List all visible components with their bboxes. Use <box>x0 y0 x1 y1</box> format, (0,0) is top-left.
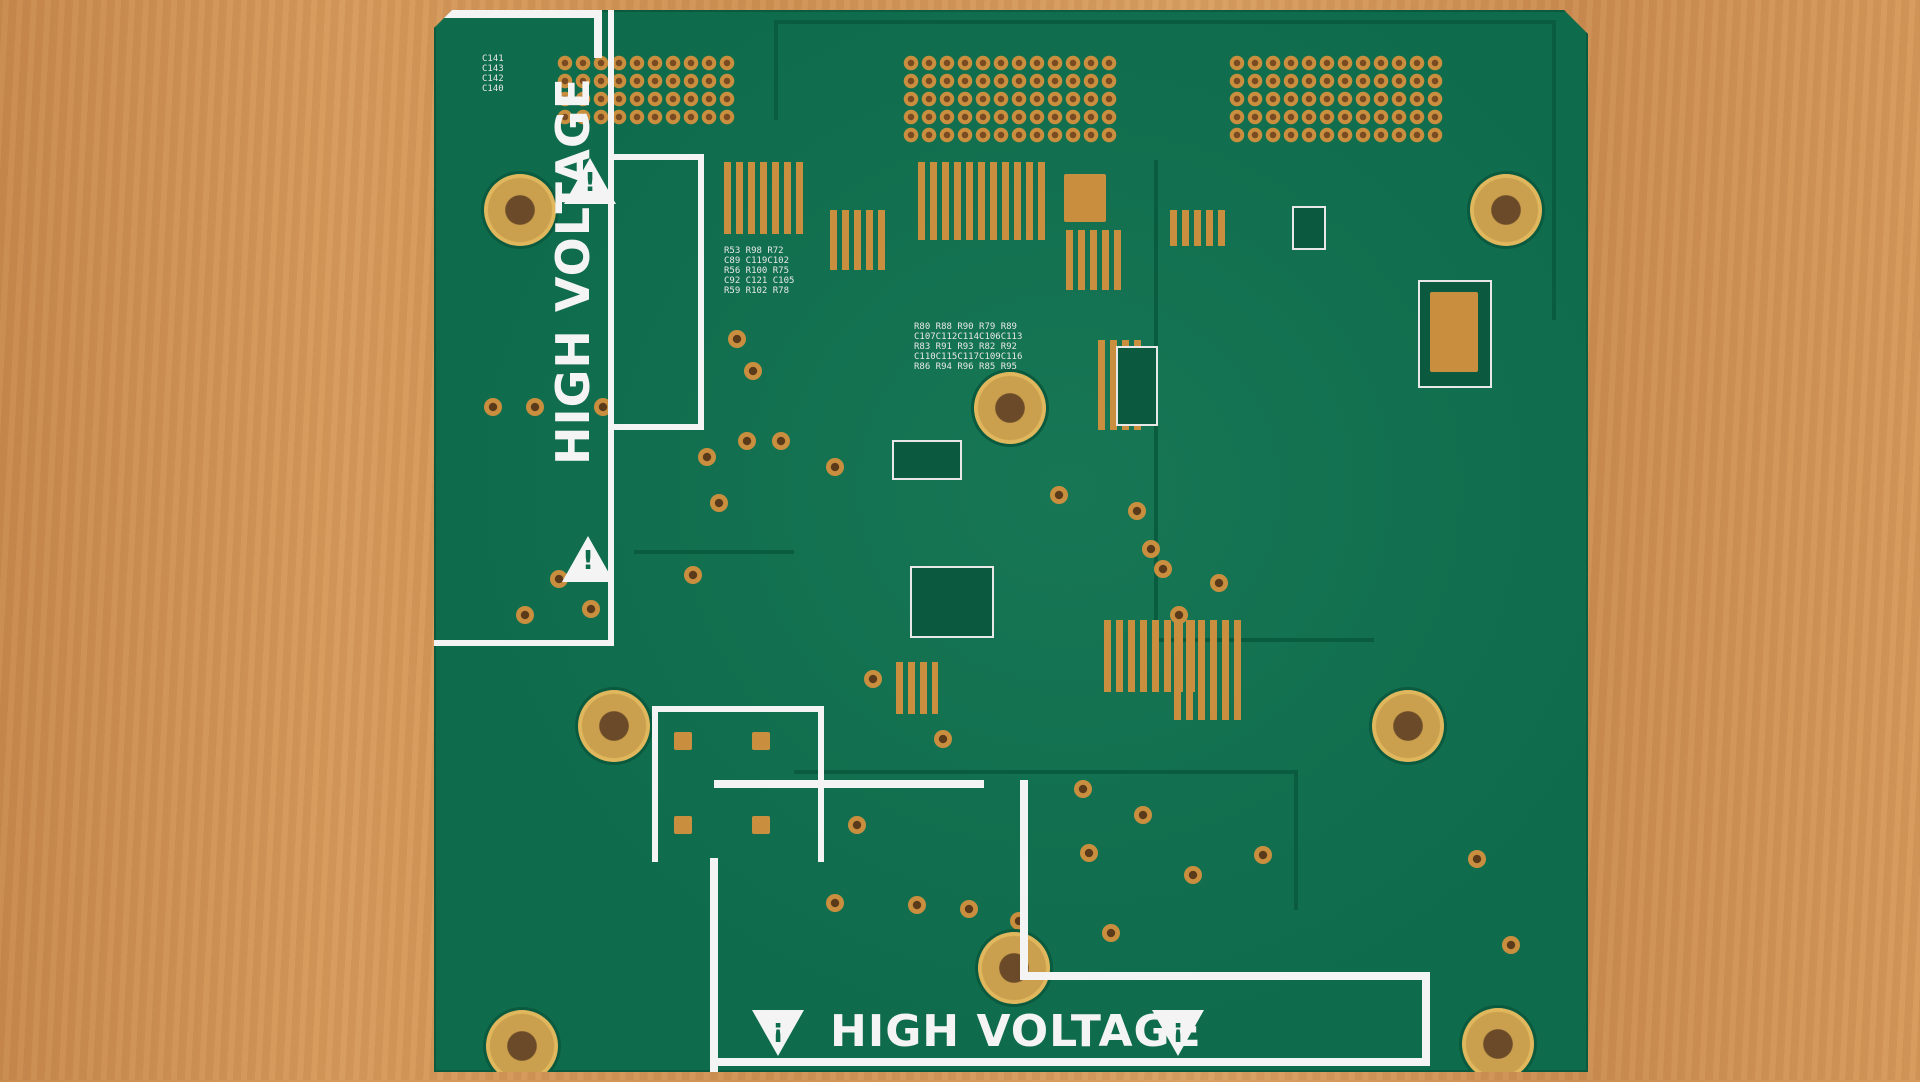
test-point <box>1134 806 1152 824</box>
smd-array-2 <box>918 162 1048 240</box>
test-point <box>772 432 790 450</box>
hv-pad <box>674 732 692 750</box>
warning-icon: ! <box>1152 1010 1204 1056</box>
ic-u17 <box>1292 206 1326 250</box>
hv-zone-left-outline <box>434 10 614 646</box>
test-point <box>1170 606 1188 624</box>
mounting-hole <box>978 932 1050 1004</box>
test-point <box>908 896 926 914</box>
test-point <box>516 606 534 624</box>
test-point <box>826 894 844 912</box>
mounting-hole <box>974 372 1046 444</box>
test-point <box>684 566 702 584</box>
header-pin-grid-2 <box>902 54 1118 144</box>
test-point <box>1468 850 1486 868</box>
mounting-hole <box>486 1010 558 1072</box>
warning-icon: ! <box>752 1010 804 1056</box>
test-point <box>744 362 762 380</box>
header-pin-grid-1 <box>556 54 736 126</box>
test-point <box>1254 846 1272 864</box>
smd-array-6 <box>1170 210 1230 246</box>
hv-zone-bottom-step <box>714 780 984 788</box>
power-pad <box>1064 174 1106 222</box>
test-point <box>960 900 978 918</box>
test-point <box>594 398 612 416</box>
test-point <box>1154 560 1172 578</box>
test-point <box>698 448 716 466</box>
hv-zone-left-tab <box>608 154 704 430</box>
warning-icon: ! <box>562 536 614 582</box>
hv-zone-left-top <box>434 10 594 18</box>
trace <box>794 770 1294 774</box>
test-point <box>826 458 844 476</box>
trace <box>1154 638 1374 642</box>
hv-zone-bottom-right-edge <box>1422 972 1430 1066</box>
mounting-hole <box>484 174 556 246</box>
test-point <box>728 330 746 348</box>
hv-pad <box>752 816 770 834</box>
warning-icon: ! <box>564 158 616 204</box>
mounting-hole <box>1372 690 1444 762</box>
silk-block-1: R53 R98 R72 C89 C119C102 R56 R100 R75 C9… <box>724 246 795 296</box>
high-voltage-bottom-label: HIGH VOLTAGE <box>830 1006 1202 1057</box>
test-point <box>710 494 728 512</box>
trace <box>634 550 794 554</box>
trace <box>1294 770 1298 910</box>
hv-zone-bottom-mid-edge <box>1020 780 1028 980</box>
hv-zone-bottom-left-edge <box>710 858 718 1072</box>
mounting-hole <box>1462 1008 1534 1072</box>
hv-zone-left-notch <box>594 10 602 58</box>
silk-caps-top-left: C141 C143 C142 C140 <box>482 54 504 94</box>
hv-zone-bottom-base <box>710 1058 1430 1066</box>
test-point <box>526 398 544 416</box>
test-point <box>1080 844 1098 862</box>
test-point <box>1128 502 1146 520</box>
hv-pad <box>752 732 770 750</box>
trace <box>774 20 1554 24</box>
smd-array-3 <box>830 210 890 270</box>
test-point <box>1184 866 1202 884</box>
mounting-hole <box>578 690 650 762</box>
test-point <box>864 670 882 688</box>
trace <box>774 20 778 120</box>
test-point <box>1502 936 1520 954</box>
hv-pad <box>674 816 692 834</box>
test-point <box>1074 780 1092 798</box>
high-voltage-left-label: HIGH VOLTAGE <box>546 76 600 465</box>
test-point <box>1210 574 1228 592</box>
test-point <box>934 730 952 748</box>
test-point <box>1102 924 1120 942</box>
ic-u23 <box>1116 346 1158 426</box>
test-point <box>1142 540 1160 558</box>
test-point <box>484 398 502 416</box>
smd-array-9 <box>896 662 938 714</box>
pcb-board: R53 R98 R72 C89 C119C102 R56 R100 R75 C9… <box>434 10 1588 1072</box>
microcontroller-ic <box>910 566 994 638</box>
header-pin-grid-3 <box>1228 54 1444 144</box>
silk-block-2: R80 R88 R90 R79 R89 C107C112C114C106C113… <box>914 322 1023 372</box>
trace <box>1552 20 1556 320</box>
smd-array-8 <box>1174 620 1244 720</box>
ic-u16 <box>892 440 962 480</box>
test-point <box>738 432 756 450</box>
mounting-hole <box>1470 174 1542 246</box>
smd-array-1 <box>724 162 808 234</box>
hv-zone-bottom-mid-step <box>1020 972 1430 980</box>
test-point <box>582 600 600 618</box>
test-point <box>1050 486 1068 504</box>
ic-u14-pad <box>1430 292 1478 372</box>
smd-array-4 <box>1066 230 1126 290</box>
test-point <box>848 816 866 834</box>
